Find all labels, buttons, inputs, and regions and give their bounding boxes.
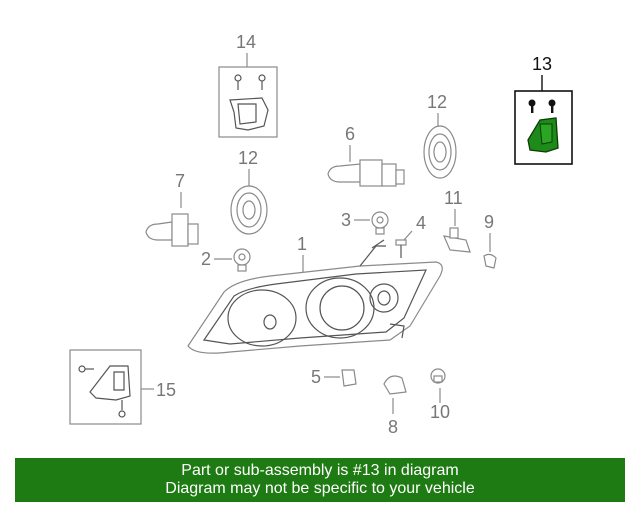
part-4-group[interactable]: 4 xyxy=(395,213,426,258)
part-8-group[interactable]: 8 xyxy=(383,375,407,437)
callout-3: 3 xyxy=(341,210,351,230)
part-7-bulb xyxy=(145,213,199,247)
callout-6: 6 xyxy=(345,124,355,144)
part-9-group[interactable]: 9 xyxy=(483,212,497,269)
callout-12-lower: 12 xyxy=(238,148,258,168)
part-11-socket xyxy=(443,227,471,253)
part-1-headlamp xyxy=(187,239,443,354)
part-15-bracket xyxy=(78,365,131,418)
part-10-socket xyxy=(430,368,446,384)
part-13-bracket xyxy=(527,99,559,153)
banner-line-2: Diagram may not be specific to your vehi… xyxy=(165,480,475,497)
part-12-lower-group[interactable]: 12 xyxy=(230,148,268,235)
part-8-bulb xyxy=(383,375,407,395)
part-12-upper-group[interactable]: 12 xyxy=(423,92,457,179)
part-1-group[interactable]: 1 xyxy=(187,234,443,354)
callout-4: 4 xyxy=(416,213,426,233)
part-5-clip xyxy=(341,369,357,387)
part-4-screw xyxy=(395,239,407,258)
part-7-group[interactable]: 7 xyxy=(145,171,199,247)
part-11-group[interactable]: 11 xyxy=(443,188,471,253)
info-banner: Part or sub-assembly is #13 in diagram D… xyxy=(15,458,625,502)
part-14-bracket xyxy=(229,74,269,131)
part-14-box xyxy=(218,66,278,138)
part-6-bulb xyxy=(327,159,405,187)
part-10-group[interactable]: 10 xyxy=(430,368,450,422)
part-2-group[interactable]: 2 xyxy=(201,248,251,272)
callout-11: 11 xyxy=(444,188,463,208)
callout-12-upper: 12 xyxy=(427,92,447,112)
part-14-group[interactable]: 14 xyxy=(218,32,278,138)
callout-1: 1 xyxy=(297,234,307,254)
callout-7: 7 xyxy=(175,171,185,191)
part-12-upper-ring xyxy=(423,125,457,179)
part-6-group[interactable]: 6 xyxy=(327,124,405,187)
callout-10: 10 xyxy=(430,402,450,422)
part-3-bolt xyxy=(371,211,389,235)
part-12-lower-ring xyxy=(230,185,268,235)
callout-2: 2 xyxy=(201,249,211,269)
part-5-group[interactable]: 5 xyxy=(311,367,357,387)
callout-5: 5 xyxy=(311,367,321,387)
part-2-bolt xyxy=(233,248,251,272)
part-13-group[interactable]: 13 xyxy=(514,54,573,165)
callout-8: 8 xyxy=(388,417,398,437)
banner-line-1: Part or sub-assembly is #13 in diagram xyxy=(181,462,459,479)
callout-14: 14 xyxy=(236,32,256,52)
part-3-group[interactable]: 3 xyxy=(341,210,389,235)
callout-9: 9 xyxy=(484,212,494,232)
part-15-group[interactable]: 15 xyxy=(69,349,176,425)
callout-13: 13 xyxy=(532,54,552,74)
part-15-box xyxy=(69,349,142,425)
callout-15: 15 xyxy=(156,380,176,400)
part-9-bulb xyxy=(483,253,497,269)
